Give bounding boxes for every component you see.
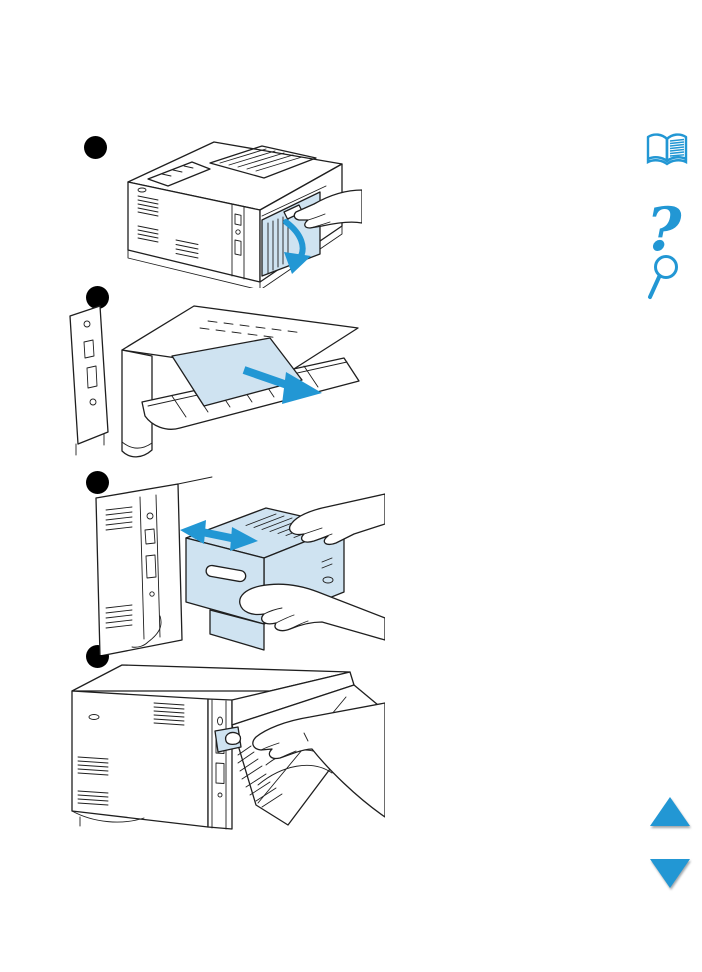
- book-icon[interactable]: [644, 131, 690, 169]
- down-arrow-icon[interactable]: [648, 856, 692, 890]
- step-1-marker: [84, 136, 107, 159]
- question-mark-icon[interactable]: ?: [646, 195, 682, 265]
- blue-double-arrow: [180, 520, 258, 551]
- illustration-step-4: [71, 664, 385, 830]
- paper-sheet: [171, 337, 303, 407]
- illustration-step-3: [95, 476, 385, 655]
- magnifier-icon[interactable]: [642, 253, 688, 303]
- step-3-marker: [86, 471, 109, 494]
- upper-hand: [288, 493, 385, 546]
- blue-arrow-right: [242, 366, 322, 404]
- hand: [293, 189, 362, 229]
- lower-hand: [239, 583, 385, 641]
- printer-front: [71, 664, 355, 830]
- illustration-step-2: [69, 305, 360, 458]
- hand: [224, 702, 385, 818]
- up-arrow-icon[interactable]: [648, 795, 692, 829]
- illustration-step-1: [127, 141, 362, 288]
- blue-arrow-down: [283, 219, 311, 274]
- printer-side: [95, 476, 213, 655]
- step-2-marker: [86, 286, 109, 309]
